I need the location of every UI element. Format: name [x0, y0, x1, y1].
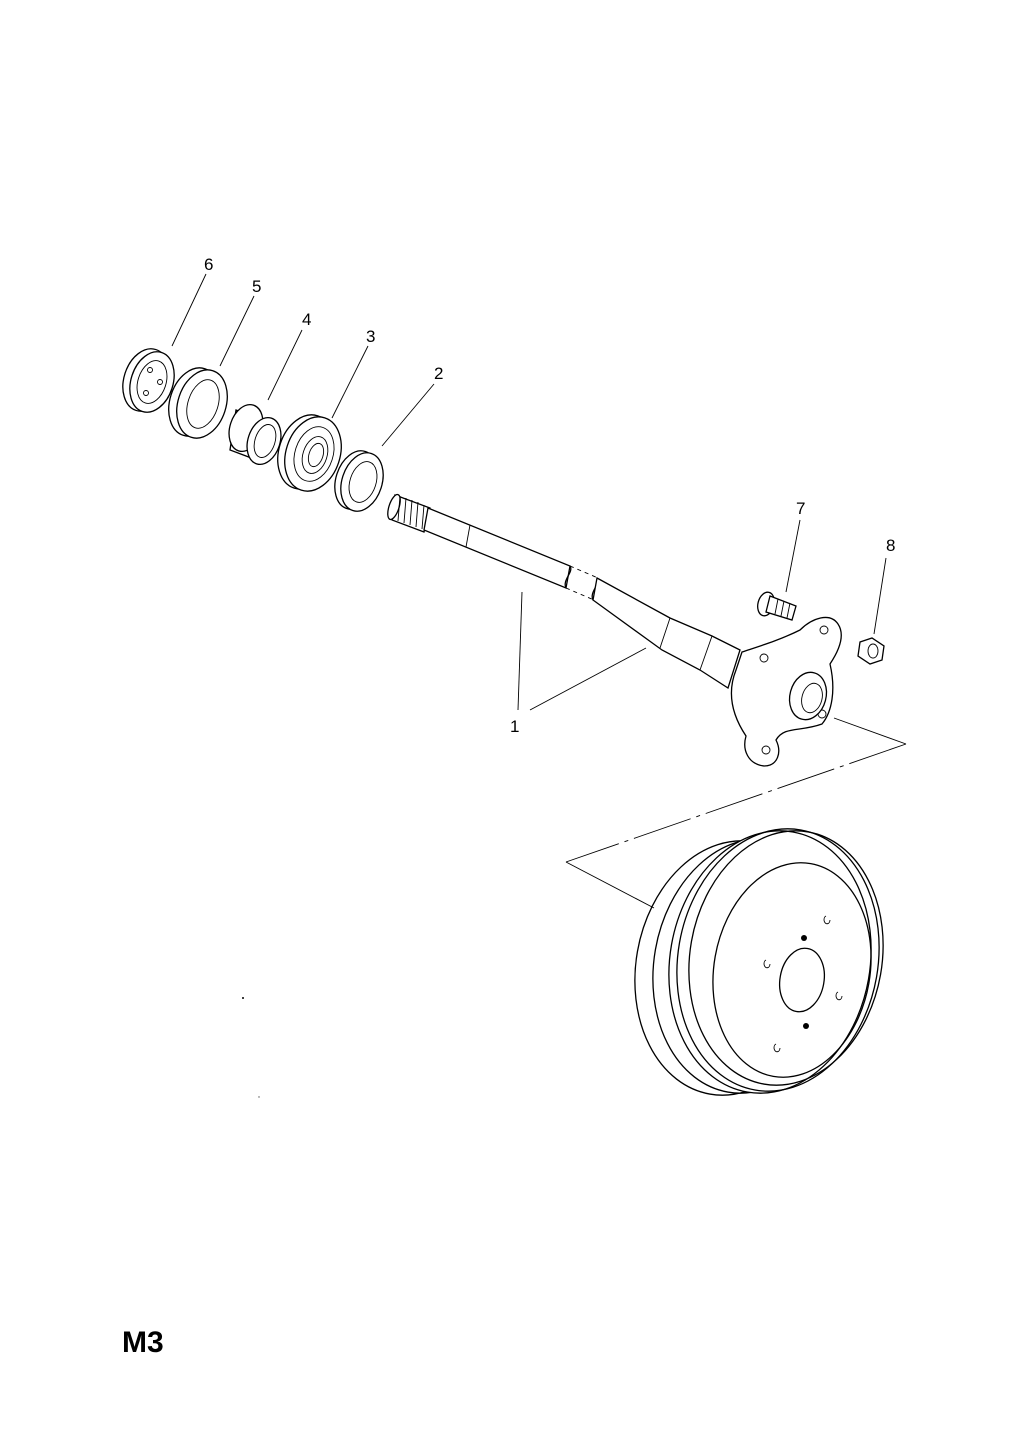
callout-4: 4 [302, 310, 311, 329]
callout-5: 5 [252, 277, 261, 296]
callout-1: 1 [510, 717, 519, 736]
callout-8: 8 [886, 536, 895, 555]
part-2-oil-seal [334, 450, 384, 512]
callout-2: 2 [434, 364, 443, 383]
callout-7: 7 [796, 499, 805, 518]
part-4-spacer-sleeve [228, 403, 282, 466]
part-6-seal-plate [122, 348, 175, 413]
part-1-axle-shaft [387, 493, 842, 767]
leader-lines [171, 273, 907, 909]
part-7-wheel-stud [757, 591, 797, 621]
part-3-ball-bearing [277, 414, 342, 492]
callout-6: 6 [204, 255, 213, 274]
page-code: M3 [122, 1326, 164, 1359]
brake-drum [634, 828, 884, 1096]
part-8-wheel-nut [857, 637, 885, 665]
part-5-bearing-ring [168, 367, 228, 439]
callout-3: 3 [366, 327, 375, 346]
